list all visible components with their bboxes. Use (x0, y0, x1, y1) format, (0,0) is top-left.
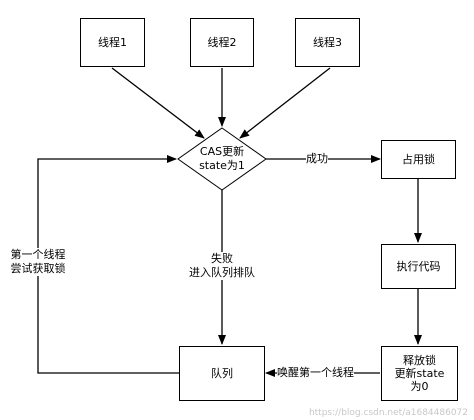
queue-label: 队列 (211, 367, 233, 380)
release-lock-line1: 释放锁 (403, 354, 436, 367)
release-lock-line3: 为0 (410, 380, 429, 393)
success-label: 成功 (306, 152, 328, 165)
cas-label-line1: CAS更新 (199, 145, 245, 158)
thread2-label: 线程2 (207, 36, 237, 49)
thread3-box: 线程3 (295, 18, 360, 67)
edge-label-failure: 失败 进入队列排队 (180, 252, 264, 280)
edge-label-success: 成功 (306, 152, 328, 166)
edge-label-retry: 第一个线程 尝试获取锁 (6, 248, 70, 276)
thread1-box: 线程1 (80, 18, 145, 67)
release-lock-line2: 更新state (394, 367, 445, 380)
cas-label-line2: state为1 (199, 159, 245, 172)
failure-label-line1: 失败 (211, 252, 233, 265)
acquire-lock-box: 占用锁 (381, 140, 456, 179)
edge-thread1-to-cas (111, 67, 205, 139)
cas-decision-text: CAS更新 state为1 (182, 145, 262, 173)
execute-code-label: 执行代码 (396, 260, 441, 273)
queue-box: 队列 (179, 346, 265, 401)
thread2-box: 线程2 (190, 18, 254, 67)
acquire-lock-label: 占用锁 (402, 153, 435, 166)
watermark: https://blog.csdn.net/a1684486072 (308, 408, 468, 418)
edge-thread3-to-cas (239, 67, 331, 139)
release-lock-text: 释放锁 更新state 为0 (395, 354, 445, 393)
thread3-label: 线程3 (313, 36, 342, 49)
failure-label-line2: 进入队列排队 (189, 266, 255, 279)
retry-label-line1: 第一个线程 (10, 248, 66, 261)
wake-first-label: 唤醒第一个线程 (277, 366, 354, 379)
release-lock-box: 释放锁 更新state 为0 (381, 346, 458, 401)
retry-label-line2: 尝试获取锁 (10, 262, 66, 275)
execute-code-box: 执行代码 (381, 244, 456, 289)
thread1-label: 线程1 (98, 36, 127, 49)
edge-label-wake-first: 唤醒第一个线程 (277, 366, 354, 380)
